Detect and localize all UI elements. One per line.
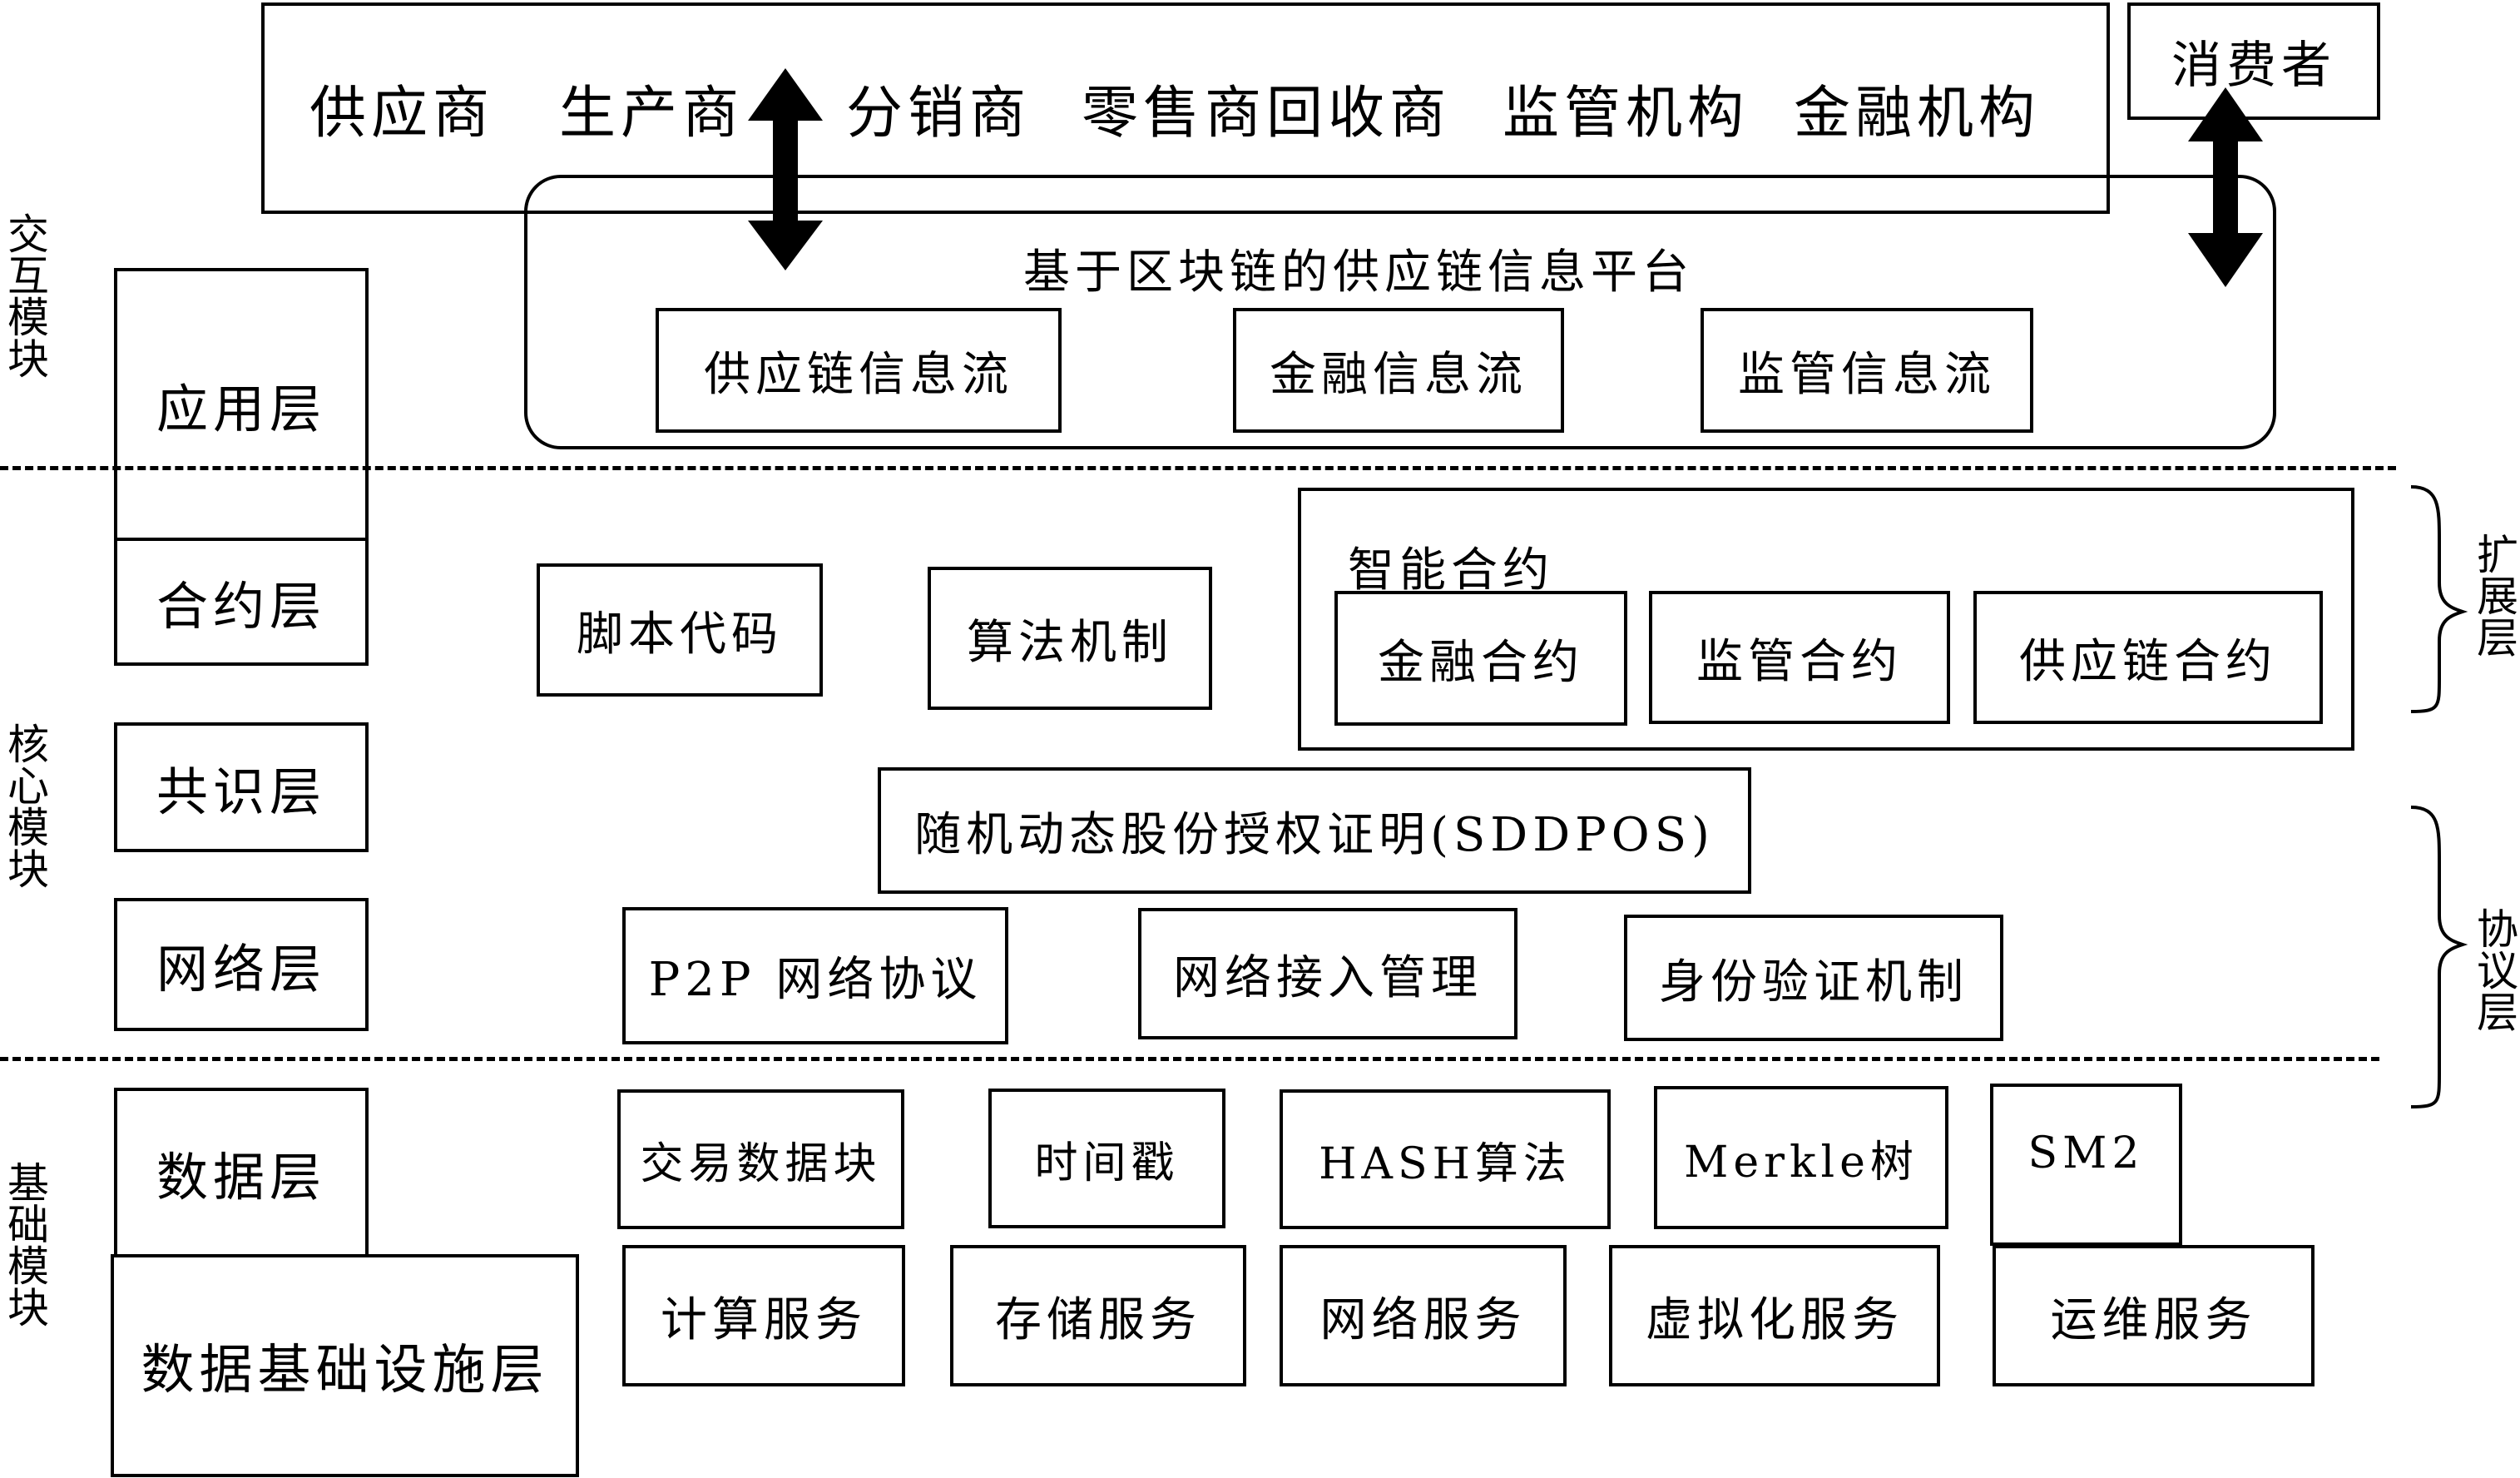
bracket-protocol-label: 协议层 [2470, 907, 2518, 1032]
double-arrow-consumer [2188, 87, 2263, 287]
layer-consensus: 共识层 [114, 722, 369, 852]
network-service-box: 网络服务 [1280, 1245, 1567, 1386]
smart-contract-title: 智能合约 [1348, 543, 1554, 598]
sm2-box: SM2 [1990, 1084, 2182, 1246]
layer-contract: 合约层 [114, 538, 369, 666]
network-access-box: 网络接入管理 [1138, 908, 1517, 1039]
participant-producer: 生产商 [559, 81, 745, 146]
participant-regulator: 监管机构 [1503, 81, 1750, 146]
script-code-box: 脚本代码 [537, 563, 823, 697]
bracket-extension [2410, 485, 2468, 713]
module-base: 基础模块 [1, 1161, 49, 1327]
participant-retailer-recycler: 零售商回收商 [1082, 81, 1452, 146]
separator-bottom [0, 1057, 2379, 1061]
participant-distributor: 分销商 [846, 81, 1032, 146]
participants-box [261, 2, 2110, 214]
contract-regulation: 监管合约 [1649, 591, 1950, 724]
bracket-extension-label: 扩展层 [2470, 533, 2518, 657]
module-core: 核心模块 [1, 722, 49, 889]
compute-service-box: 计算服务 [622, 1245, 905, 1386]
flow-supply-chain: 供应链信息流 [656, 308, 1062, 433]
hash-algorithm-box: HASH算法 [1280, 1089, 1611, 1229]
consumer-box: 消费者 [2127, 2, 2380, 120]
layer-infrastructure: 数据基础设施层 [111, 1254, 579, 1477]
contract-finance: 金融合约 [1334, 591, 1627, 726]
ops-service-box: 运维服务 [1993, 1245, 2315, 1386]
identity-verification-box: 身份验证机制 [1624, 915, 2003, 1041]
contract-supply-chain: 供应链合约 [1973, 591, 2323, 724]
platform-box [524, 175, 2276, 449]
timestamp-box: 时间戳 [988, 1089, 1225, 1228]
layer-network: 网络层 [114, 898, 369, 1031]
algorithm-box: 算法机制 [928, 567, 1212, 710]
participant-supplier: 供应商 [309, 81, 495, 146]
sddpos-box: 随机动态股份授权证明(SDDPOS) [878, 767, 1751, 894]
virtualization-service-box: 虚拟化服务 [1609, 1245, 1940, 1386]
merkle-tree-box: Merkle树 [1654, 1086, 1948, 1229]
bracket-protocol [2410, 806, 2468, 1108]
layer-application: 应用层 [114, 268, 369, 541]
storage-service-box: 存储服务 [950, 1245, 1246, 1386]
double-arrow-participants [748, 68, 823, 270]
p2p-protocol-box: P2P 网络协议 [622, 907, 1008, 1044]
separator-top [0, 466, 2396, 470]
flow-regulation: 监管信息流 [1701, 308, 2033, 433]
flow-finance: 金融信息流 [1233, 308, 1564, 433]
participant-finance: 金融机构 [1794, 81, 2041, 146]
module-interaction: 交互模块 [1, 212, 49, 379]
transaction-block-box: 交易数据块 [617, 1089, 904, 1229]
layer-data: 数据层 [114, 1088, 369, 1257]
platform-title: 基于区块链的供应链信息平台 [1023, 246, 1694, 300]
